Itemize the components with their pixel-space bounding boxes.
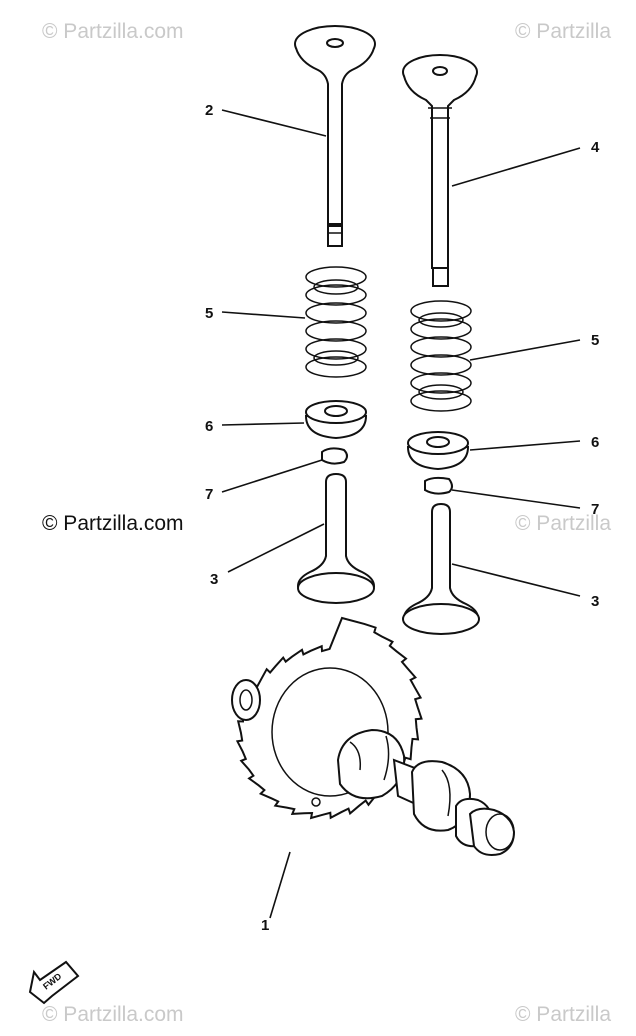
callout-1: 1 [261,917,269,934]
valve-right-upper[interactable] [402,54,478,287]
callout-2: 2 [205,102,213,119]
leader-lines [221,109,581,919]
leader-1 [269,851,291,919]
callout-6-right: 6 [591,434,599,451]
collet-right[interactable] [424,476,453,495]
watermark-mid-left: © Partzilla.com [42,512,184,535]
leader-6-left [221,422,305,426]
leader-5-left [221,311,306,319]
callout-5-right: 5 [591,332,599,349]
leader-3-right [451,563,581,597]
camshaft-gear[interactable] [231,616,516,856]
leader-4 [451,147,581,187]
leader-7-left [221,459,323,493]
leader-5-right [469,339,581,361]
watermark-top-right: © Partzilla [515,20,611,43]
callout-4: 4 [591,139,600,156]
watermark-top-left: © Partzilla.com [42,20,184,43]
valve-left-lower[interactable] [296,472,376,604]
retainer-left[interactable] [304,400,368,440]
watermark-mid-right: © Partzilla [515,512,611,535]
valve-right-lower[interactable] [402,502,480,635]
leader-6-right [469,440,581,451]
leader-2 [221,109,327,137]
callout-7-right: 7 [591,501,599,518]
callout-3-left: 3 [210,571,218,588]
collet-left[interactable] [321,447,348,465]
callout-3-right: 3 [591,593,599,610]
valve-left-upper[interactable] [294,25,376,247]
watermark-bottom-left: © Partzilla.com [42,1003,184,1026]
spring-right[interactable] [410,300,472,412]
callout-7-left: 7 [205,486,213,503]
leader-7-right [451,489,581,509]
callout-5-left: 5 [205,305,213,322]
watermark-bottom-right: © Partzilla [515,1003,611,1026]
spring-left[interactable] [305,266,367,378]
forward-arrow-icon: FWD [28,960,80,1005]
callout-6-left: 6 [205,418,213,435]
retainer-right[interactable] [406,431,470,471]
leader-3-left [227,523,325,573]
